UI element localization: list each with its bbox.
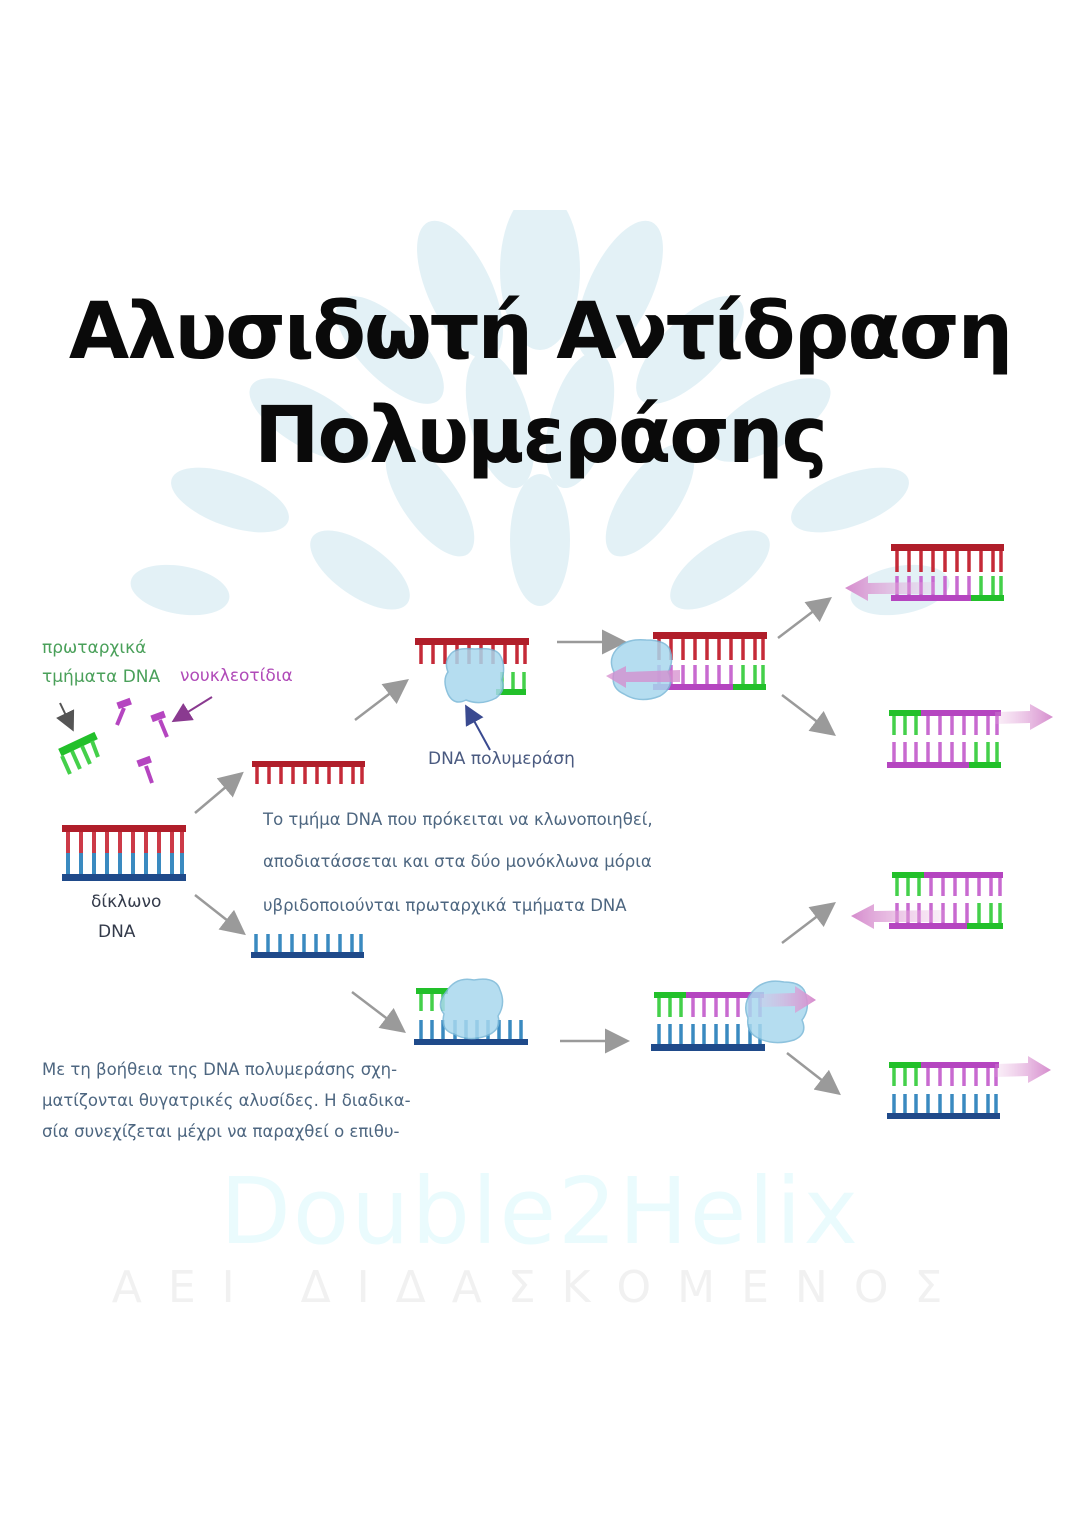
product-top-2 <box>887 704 1053 768</box>
denaturation-text-line-3: υβριδοποιούνται πρωταρχικά τμήματα DNA <box>263 896 627 915</box>
double-strand-label-line-2: DNA <box>98 922 136 942</box>
title-line-2: Πολυμεράσης <box>254 391 828 481</box>
primers-label-line-2: τμήματα DNA <box>42 667 161 687</box>
denaturation-text-line-2: αποδιατάσσεται και στα δύο μονόκλωνα μόρ… <box>263 852 652 871</box>
nucleotide-icons <box>115 697 169 784</box>
annealed-top-with-polymerase <box>415 638 529 704</box>
watermark-brand: Double2Helix <box>220 1158 860 1265</box>
double-strand-label-line-1: δίκλωνο <box>91 892 162 912</box>
single-strand-blue <box>251 934 364 958</box>
denaturation-text-line-1: Το τμήμα DNA που πρόκειται να κλωνοποιηθ… <box>263 810 653 829</box>
bottom-extension <box>651 980 816 1051</box>
double-stranded-dna <box>62 825 186 881</box>
page-title: Αλυσιδωτή Αντίδραση Πολυμεράσης <box>0 280 1080 488</box>
leaf-background-decoration <box>130 210 950 616</box>
product-bottom-2 <box>887 1056 1051 1119</box>
primer-icon <box>58 731 100 775</box>
extension-text-line-3: σία συνεχίζεται μέχρι να παραχθεί ο επιθ… <box>42 1122 400 1141</box>
watermark-motto: ΑΕΙ ΔΙΔΑΣΚΟΜΕΝΟΣ <box>111 1262 969 1313</box>
product-bottom-1 <box>851 872 1003 929</box>
top-extension <box>606 632 767 701</box>
title-line-1: Αλυσιδωτή Αντίδραση <box>68 287 1013 377</box>
annealed-bottom-with-polymerase <box>414 978 528 1045</box>
single-strand-red <box>252 761 365 784</box>
primers-label-line-1: πρωταρχικά <box>42 638 147 658</box>
polymerase-label: DNA πολυμεράση <box>428 749 575 769</box>
nucleotides-label: νουκλεοτίδια <box>180 666 293 686</box>
extension-text-line-1: Με τη βοήθεια της DNA πολυμεράσης σχη- <box>42 1060 398 1079</box>
product-top-1 <box>845 544 1004 601</box>
extension-text-line-2: ματίζονται θυγατρικές αλυσίδες. Η διαδικ… <box>42 1091 411 1110</box>
